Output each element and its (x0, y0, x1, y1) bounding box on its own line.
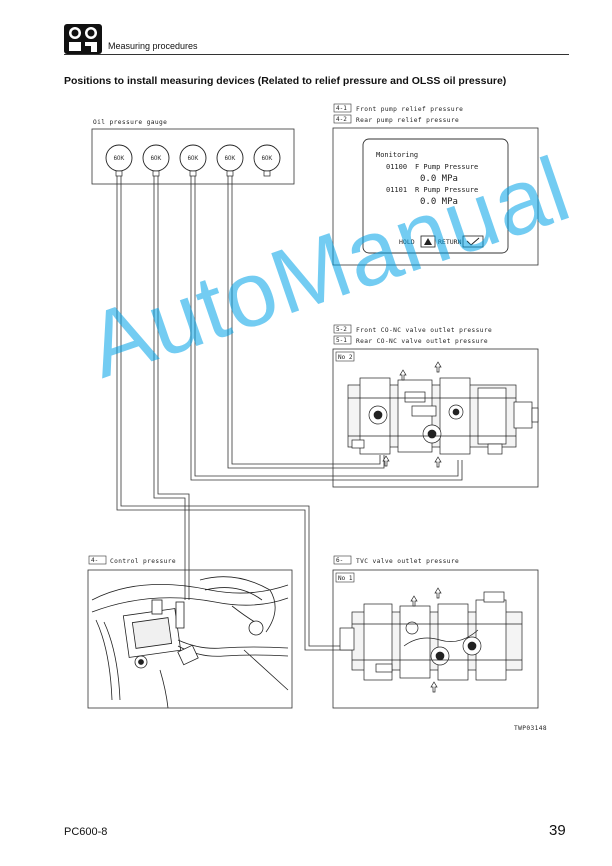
tag-front-pump-relief: 4-1 Front pump relief pressure (333, 103, 463, 113)
pump-no1-drawing (339, 587, 523, 693)
tag-front-conc-outlet: 5-2 Front CO-NC valve outlet pressure (333, 324, 492, 334)
pump-no1-label: No 1 (338, 575, 353, 582)
svg-text:TVC valve outlet pressure: TVC valve outlet pressure (356, 558, 459, 565)
monitor-item-1-name: F Pump Pressure (415, 163, 478, 171)
control-valve-drawing (91, 576, 289, 709)
svg-text:5-2: 5-2 (336, 326, 347, 333)
svg-text:60K: 60K (151, 156, 162, 162)
svg-text:60K: 60K (225, 156, 236, 162)
pump-no2-label: No 2 (338, 354, 353, 361)
page-title: Positions to install measuring devices (… (64, 75, 507, 87)
monitor-item-1-value: 0.0 MPa (420, 174, 458, 184)
header-divider (64, 54, 569, 55)
gauge-5: 60K (253, 144, 281, 177)
gauge-panel (91, 128, 295, 185)
monitor-return-button[interactable] (462, 235, 484, 248)
figure-id: TWP03148 (514, 725, 547, 732)
svg-text:Rear pump relief pressure: Rear pump relief pressure (356, 117, 459, 124)
gauge-1: 60K (105, 144, 133, 177)
header-section-title: Measuring procedures (108, 41, 198, 51)
control-valve-frame (87, 569, 293, 709)
monitor-heading: Monitoring (376, 151, 418, 159)
gauge-hoses (116, 176, 463, 651)
tag-tvc-outlet: 6- TVC valve outlet pressure (333, 555, 459, 565)
monitor-screen (362, 138, 509, 254)
gauge-row: 60K 60K 60K 60K 60K (105, 144, 281, 177)
svg-text:4-1: 4-1 (336, 105, 347, 112)
manual-logo-icon (64, 24, 102, 54)
check-icon (466, 237, 480, 246)
page-number: 39 (549, 822, 566, 839)
tag-rear-pump-relief: 4-2 Rear pump relief pressure (333, 114, 459, 124)
svg-text:4-: 4- (91, 557, 98, 564)
monitor-item-1-code: 01100 (386, 163, 407, 171)
svg-text:60K: 60K (262, 156, 273, 162)
svg-text:Control pressure: Control pressure (110, 558, 176, 565)
footer-model: PC600-8 (64, 826, 108, 838)
gauge-2: 60K (142, 144, 170, 177)
svg-text:Front pump relief pressure: Front pump relief pressure (356, 106, 463, 113)
pump-no1-frame (332, 569, 539, 709)
tag-control-pressure: 4- Control pressure (88, 555, 176, 565)
monitor-hold-button[interactable] (420, 235, 436, 248)
triangle-up-icon (424, 238, 432, 245)
svg-text:60K: 60K (114, 156, 125, 162)
svg-text:Front CO-NC valve outlet press: Front CO-NC valve outlet pressure (356, 327, 492, 334)
monitor-item-2-code: 01101 (386, 186, 407, 194)
monitor-frame (332, 127, 539, 266)
gauge-3: 60K (179, 144, 207, 177)
gauge-panel-label: Oil pressure gauge (93, 119, 167, 126)
monitor-item-2-value: 0.0 MPa (420, 197, 458, 207)
gauge-4: 60K (216, 144, 244, 177)
svg-text:60K: 60K (188, 156, 199, 162)
monitor-item-2-name: R Pump Pressure (415, 186, 478, 194)
monitor-hold-label: HOLD (399, 238, 415, 246)
svg-text:4-2: 4-2 (336, 116, 347, 123)
svg-text:Rear CO-NC valve outlet pressu: Rear CO-NC valve outlet pressure (356, 338, 488, 345)
svg-text:6-: 6- (336, 557, 343, 564)
monitor-return-label: RETURN (438, 238, 462, 246)
svg-text:5-1: 5-1 (336, 337, 347, 344)
tag-rear-conc-outlet: 5-1 Rear CO-NC valve outlet pressure (333, 335, 488, 345)
pump-no2-drawing (347, 361, 539, 468)
